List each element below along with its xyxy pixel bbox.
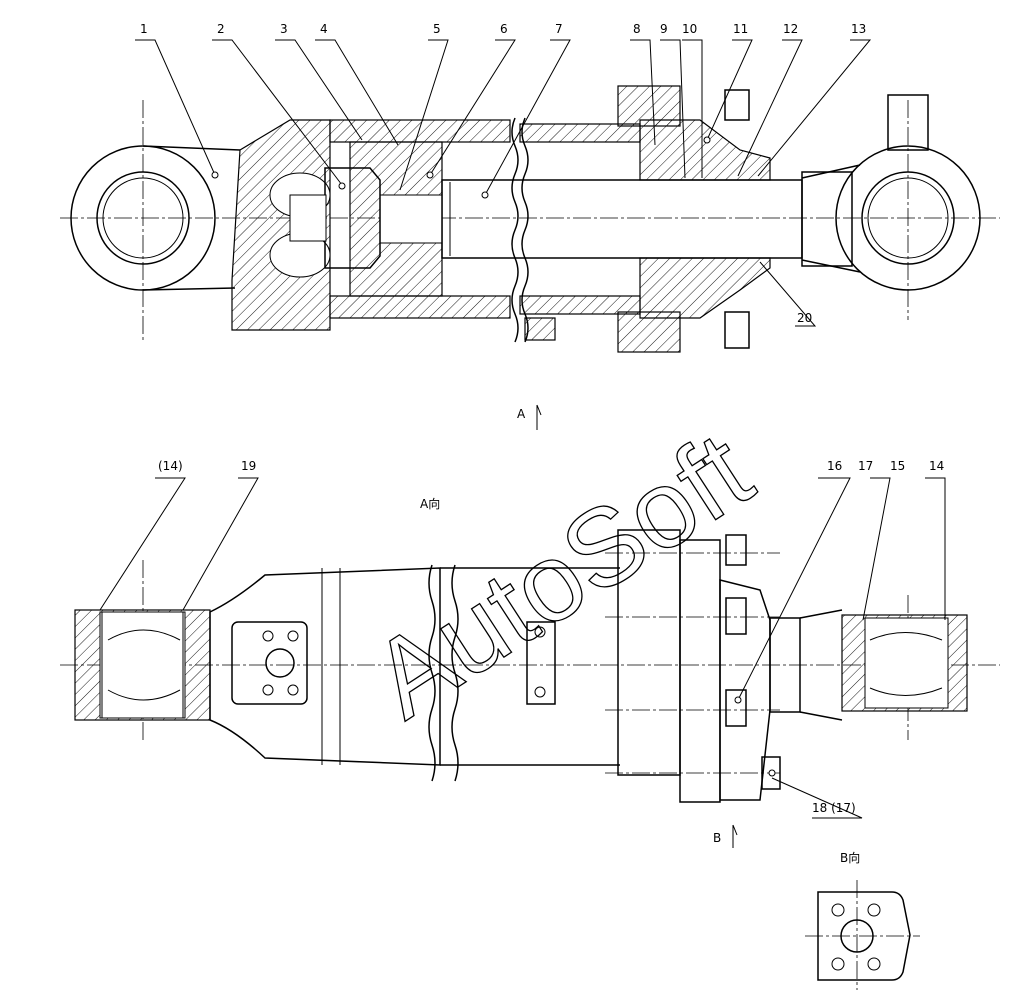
leaders-top: [135, 39, 872, 327]
callout-9: 9: [660, 22, 668, 36]
callout-12: 12: [783, 22, 798, 36]
callout-2: 2: [217, 22, 225, 36]
callout-8: 8: [633, 22, 641, 36]
callout-11: 11: [733, 22, 748, 36]
callout-19: 19: [241, 459, 256, 473]
callout-3: 3: [280, 22, 288, 36]
view-marker-b: B: [713, 831, 721, 845]
rod-eye: [801, 94, 981, 291]
callout-5: 5: [433, 22, 441, 36]
view-label-b: B向: [840, 850, 860, 865]
callout-17: 17: [858, 459, 873, 473]
watermark: AutoSoft: [351, 409, 772, 742]
marker-dots: [211, 136, 711, 199]
callout-20: 20: [797, 311, 812, 325]
view-marker-a: A: [517, 407, 526, 421]
rear-eye: [70, 145, 241, 291]
callout-6: 6: [500, 22, 508, 36]
callout-4: 4: [320, 22, 328, 36]
section-view: 1 2 3 4 5 6 7 8 9 10 11 12 13 20: [60, 22, 1000, 353]
b-view-detail: [805, 880, 920, 990]
piston-rod: [441, 179, 803, 259]
callout-10: 10: [682, 22, 697, 36]
callout-15: 15: [890, 459, 905, 473]
leaders-bottom: [99, 477, 946, 819]
callout-14: 14: [929, 459, 944, 473]
end-cap: [231, 119, 331, 331]
callout-7: 7: [555, 22, 563, 36]
outer-view: (14) 19 16 17 15 14 18 (17): [60, 459, 1000, 819]
view-label-a: A向: [420, 496, 440, 511]
callout-13: 13: [851, 22, 866, 36]
gland: [639, 119, 771, 181]
callout-1: 1: [140, 22, 148, 36]
callout-18: 18 (17): [812, 801, 856, 815]
callout-14-ref: (14): [158, 459, 183, 473]
callout-16: 16: [827, 459, 842, 473]
